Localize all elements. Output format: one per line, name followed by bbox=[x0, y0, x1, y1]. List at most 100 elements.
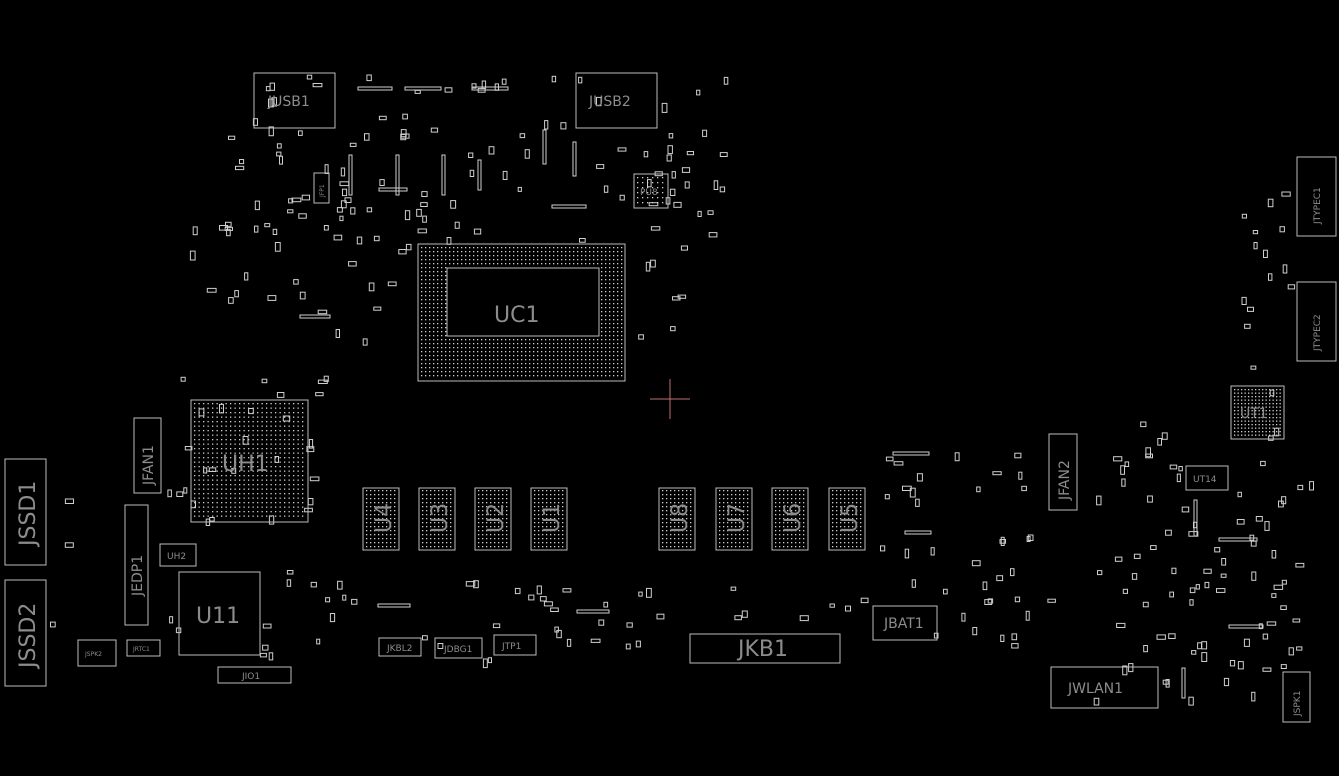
bga-ball bbox=[836, 526, 838, 528]
bga-ball bbox=[465, 343, 467, 345]
bga-ball bbox=[501, 359, 503, 361]
bga-ball bbox=[257, 452, 259, 454]
bga-ball bbox=[257, 439, 259, 441]
connector-jspk1[interactable]: JSPK1 bbox=[1282, 671, 1311, 723]
bga-ball bbox=[666, 514, 668, 516]
bga-ball bbox=[257, 493, 259, 495]
bga-ball bbox=[791, 534, 793, 536]
connector-jbat1[interactable]: JBAT1 bbox=[872, 605, 938, 641]
bga-ball bbox=[666, 498, 668, 500]
bga-ball bbox=[366, 506, 368, 508]
chip-u5[interactable]: U5 bbox=[828, 487, 866, 551]
connector-jfan1[interactable]: JFAN1 bbox=[133, 417, 162, 494]
passive-component bbox=[379, 179, 385, 187]
bga-ball bbox=[469, 247, 471, 249]
bga-ball bbox=[735, 494, 737, 496]
bga-ball bbox=[1276, 396, 1278, 398]
passive-component bbox=[267, 295, 277, 301]
bga-ball bbox=[666, 490, 668, 492]
bga-ball bbox=[386, 522, 388, 524]
connector-jfan2[interactable]: JFAN2 bbox=[1048, 433, 1078, 511]
bga-ball bbox=[799, 546, 801, 548]
connector-jrtc1[interactable]: JRTC1 bbox=[126, 639, 161, 657]
chip-u11[interactable]: U11 bbox=[178, 571, 261, 656]
connector-jkb1[interactable]: JKB1 bbox=[689, 633, 841, 664]
bga-ball bbox=[613, 247, 615, 249]
bga-ball bbox=[832, 490, 834, 492]
bga-ball bbox=[257, 425, 259, 427]
trace-part bbox=[357, 86, 393, 91]
bga-ball bbox=[1272, 431, 1274, 433]
connector-jio1[interactable]: JIO1 bbox=[217, 666, 292, 684]
chip-u7[interactable]: U7 bbox=[715, 487, 753, 551]
chip-u4[interactable]: U4 bbox=[362, 487, 400, 551]
label-jtp1: JTP1 bbox=[501, 642, 521, 652]
chip-u3[interactable]: U3 bbox=[418, 487, 456, 551]
bga-ball bbox=[225, 457, 227, 459]
connector-jtp1[interactable]: JTP1 bbox=[493, 634, 537, 656]
bga-ball bbox=[537, 375, 539, 377]
bga-ball bbox=[207, 421, 209, 423]
bga-ball bbox=[561, 343, 563, 345]
bga-ball bbox=[421, 299, 423, 301]
bga-ball bbox=[609, 375, 611, 377]
bga-ball bbox=[243, 479, 245, 481]
bga-ball bbox=[493, 347, 495, 349]
bga-ball bbox=[537, 359, 539, 361]
bga-ball bbox=[690, 498, 692, 500]
passive-component bbox=[539, 596, 547, 602]
bga-ball bbox=[437, 363, 439, 365]
connector-jssd2[interactable]: JSSD2 bbox=[4, 579, 47, 687]
chip-uh1[interactable]: UH1 bbox=[190, 399, 309, 523]
bga-ball bbox=[279, 430, 281, 432]
bga-ball bbox=[394, 534, 396, 536]
bga-ball bbox=[445, 323, 447, 325]
bga-ball bbox=[601, 299, 603, 301]
chip-u2[interactable]: U2 bbox=[474, 487, 512, 551]
chip-uc1[interactable]: UC1 bbox=[417, 243, 626, 382]
connector-jtypec2[interactable]: JTYPEC2 bbox=[1296, 281, 1337, 362]
connector-jusb2[interactable]: JUSB2 bbox=[575, 72, 658, 129]
bga-ball bbox=[485, 255, 487, 257]
bga-ball bbox=[394, 522, 396, 524]
bga-ball bbox=[382, 538, 384, 540]
bga-ball bbox=[302, 461, 304, 463]
passive-component bbox=[590, 638, 601, 643]
bga-ball bbox=[234, 416, 236, 418]
connector-jtypec1[interactable]: JTYPEC1 bbox=[1296, 156, 1337, 237]
connector-jfp1[interactable]: JFP1 bbox=[313, 172, 330, 204]
connector-jwlan1[interactable]: JWLAN1 bbox=[1050, 666, 1159, 709]
connector-jusb1[interactable]: JUSB1 bbox=[253, 72, 336, 129]
connector-jssd1[interactable]: JSSD1 bbox=[4, 458, 47, 566]
bga-ball bbox=[493, 355, 495, 357]
chip-u8[interactable]: U8 bbox=[658, 487, 696, 551]
bga-ball bbox=[652, 177, 654, 179]
connector-jspk2[interactable]: JSPK2 bbox=[77, 639, 117, 667]
connector-jedp1[interactable]: JEDP1 bbox=[124, 504, 149, 626]
chip-ut14[interactable]: UT14 bbox=[1185, 465, 1229, 491]
bga-ball bbox=[621, 279, 623, 281]
connector-jkbl2[interactable]: JKBL2 bbox=[378, 637, 422, 657]
bga-ball bbox=[727, 534, 729, 536]
bga-ball bbox=[554, 522, 556, 524]
chip-uh2[interactable]: UH2 bbox=[159, 543, 197, 567]
bga-ball bbox=[549, 347, 551, 349]
bga-ball bbox=[212, 434, 214, 436]
bga-ball bbox=[1251, 396, 1253, 398]
chip-pu8[interactable]: PU8 bbox=[633, 173, 669, 209]
chip-u1[interactable]: U1 bbox=[530, 487, 568, 551]
bga-ball bbox=[478, 506, 480, 508]
bga-ball bbox=[497, 355, 499, 357]
connector-jdbg1[interactable]: JDBG1 bbox=[434, 637, 483, 659]
chip-ut1[interactable]: UT1 bbox=[1230, 385, 1285, 440]
bga-ball bbox=[525, 355, 527, 357]
bga-ball bbox=[613, 295, 615, 297]
bga-ball bbox=[1279, 417, 1281, 419]
bga-ball bbox=[498, 538, 500, 540]
chip-u6[interactable]: U6 bbox=[771, 487, 809, 551]
bga-ball bbox=[666, 506, 668, 508]
passive-component bbox=[184, 446, 193, 451]
bga-ball bbox=[621, 331, 623, 333]
bga-ball bbox=[501, 251, 503, 253]
